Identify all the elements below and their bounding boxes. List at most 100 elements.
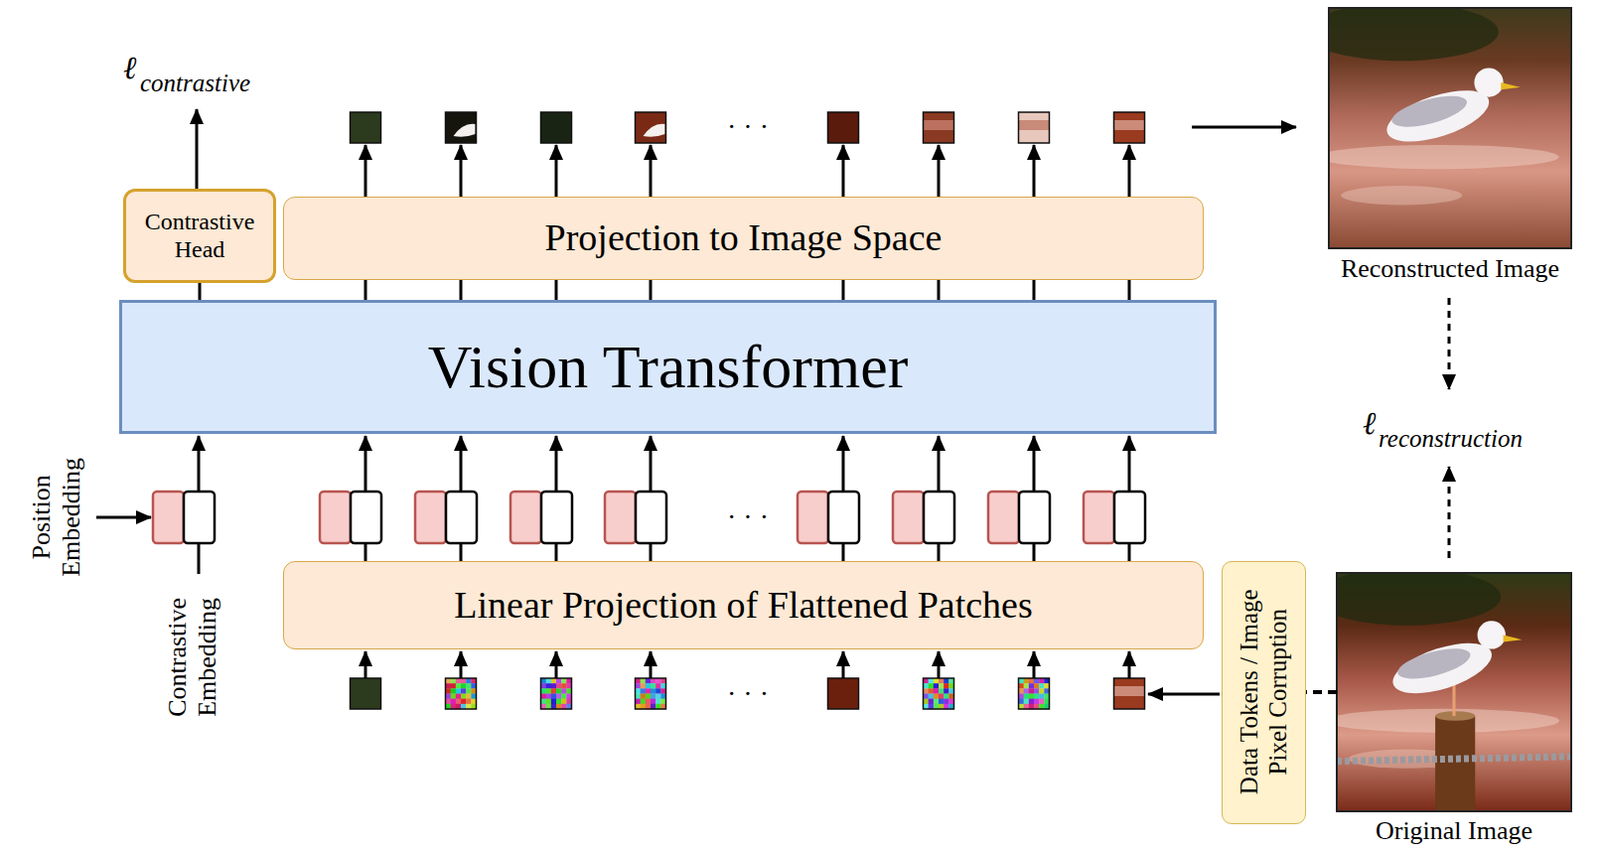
noise-pixel: [541, 699, 547, 705]
token-arrow: [937, 436, 941, 492]
noise-pixel: [645, 678, 651, 684]
stem-line: [1128, 543, 1132, 562]
image-frame: Reconstructed Image: [1328, 7, 1572, 249]
image-frame: Original Image: [1336, 573, 1572, 812]
noise-pixel: [933, 688, 939, 694]
patch-fill: [1114, 112, 1146, 144]
embedding-token: [797, 491, 860, 544]
noise-pixel: [655, 683, 661, 689]
patch-highlight: [643, 124, 666, 138]
projection-arrow: [459, 145, 463, 197]
gull-wing: [1394, 642, 1473, 686]
noise-pixel: [1028, 683, 1034, 689]
noise-pixel: [923, 694, 929, 700]
noise-pixel: [460, 683, 466, 689]
box-label: Vision Transformer: [420, 331, 917, 403]
patch-border: [1114, 678, 1146, 710]
reconstructed-photo: [1328, 7, 1572, 249]
noise-pixel: [450, 694, 456, 700]
noise-pixel: [650, 683, 656, 689]
projection-arrow: [1128, 145, 1132, 197]
gull-head: [1477, 620, 1506, 649]
patch-border: [828, 678, 860, 710]
noise-pixel: [938, 678, 944, 684]
patch-border: [1114, 112, 1146, 144]
noise-pixel: [1038, 678, 1044, 684]
noise-pixel: [933, 699, 939, 705]
noise-pixel: [640, 688, 646, 694]
patch-arrow: [842, 651, 846, 679]
patch-fill: [828, 112, 860, 144]
embedding-token: [152, 491, 215, 544]
noise-pixel: [546, 699, 552, 705]
noise-pixel: [450, 678, 456, 684]
ellipsis: · · ·: [727, 678, 769, 711]
patch: [923, 678, 955, 710]
noise-pixel: [635, 699, 641, 705]
noise-pixel: [635, 678, 641, 684]
noise-pixel: [923, 683, 929, 689]
loss-arrow: [1448, 466, 1452, 559]
noise-pixel: [655, 688, 661, 694]
noise-pixel: [450, 683, 456, 689]
post: [1435, 716, 1475, 812]
patch: [445, 678, 477, 710]
patch-embedding-cell: [445, 491, 477, 544]
projection-arrow: [1032, 145, 1036, 197]
patch: [350, 678, 382, 710]
stem-line: [555, 543, 559, 562]
patch: [350, 112, 382, 144]
noise-pixel: [1018, 678, 1024, 684]
noise-pixel: [1018, 688, 1024, 694]
noise-pixel: [635, 683, 641, 689]
noise-pixel: [460, 694, 466, 700]
noise-pixel: [650, 694, 656, 700]
gull-beak: [1503, 634, 1523, 642]
patch: [541, 678, 573, 710]
loss-subscript: contrastive: [140, 69, 251, 99]
stem-line: [842, 280, 846, 300]
noise-pixel: [938, 683, 944, 689]
noise-pixel: [645, 683, 651, 689]
patch-border: [445, 678, 477, 710]
noise-pixel: [943, 694, 949, 700]
noise-pixel: [928, 683, 934, 689]
stem-line: [459, 280, 463, 300]
noise-pixel: [556, 699, 562, 705]
token-arrow: [364, 436, 368, 492]
corruption-arrow: [1148, 693, 1220, 697]
box-label: Projection to Image Space: [537, 216, 951, 261]
loss-arrow: [195, 109, 199, 189]
noise-pixel: [556, 683, 562, 689]
noise-pixel: [655, 699, 661, 705]
patch-border: [350, 112, 382, 144]
projection-arrow: [842, 145, 846, 197]
noise-pixel: [445, 688, 451, 694]
noise-pixel: [546, 683, 552, 689]
water-reflection: [1328, 145, 1560, 169]
noise-pixel: [551, 683, 557, 689]
token-arrow: [1128, 436, 1132, 492]
gull-beak: [1500, 82, 1521, 90]
patch-embedding-cell: [635, 491, 667, 544]
noise-pixel: [450, 688, 456, 694]
noise-pixel: [650, 699, 656, 705]
token-arrow: [197, 436, 201, 492]
patch: [1018, 678, 1050, 710]
noise-pixel: [1023, 694, 1029, 700]
patch-border: [541, 678, 573, 710]
noise-pixel: [1033, 678, 1039, 684]
position-arrow: [96, 516, 151, 520]
patch: [923, 112, 955, 144]
head-box: Contrastive Head: [123, 188, 277, 284]
connector: [198, 283, 202, 300]
connector: [1306, 690, 1337, 695]
token-arrow: [1032, 436, 1036, 492]
noise-pixel: [655, 678, 661, 684]
noise-pixel: [943, 688, 949, 694]
noise-pixel: [938, 688, 944, 694]
noise-pixel: [1018, 699, 1024, 705]
patch-embedding-cell: [541, 491, 573, 544]
noise-pixel: [465, 694, 471, 700]
embedding-token: [510, 491, 573, 544]
